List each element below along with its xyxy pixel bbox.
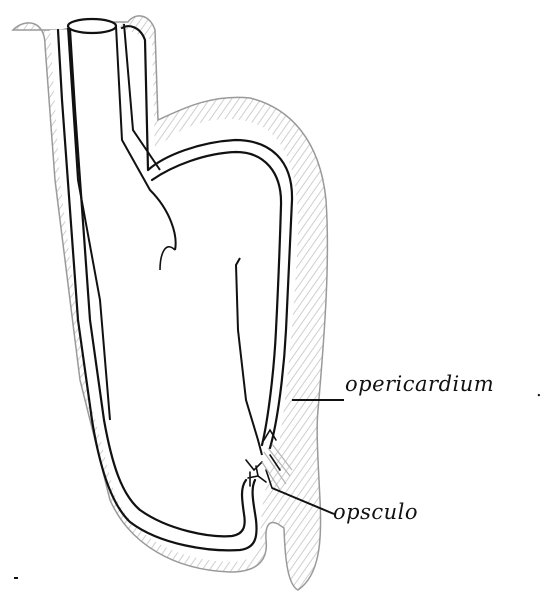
outer-layer-label-period: .	[536, 380, 542, 401]
valve-label: opsculo	[333, 500, 418, 524]
outer-layer-label: opericardium	[345, 372, 494, 396]
truncus-opening	[68, 19, 116, 33]
